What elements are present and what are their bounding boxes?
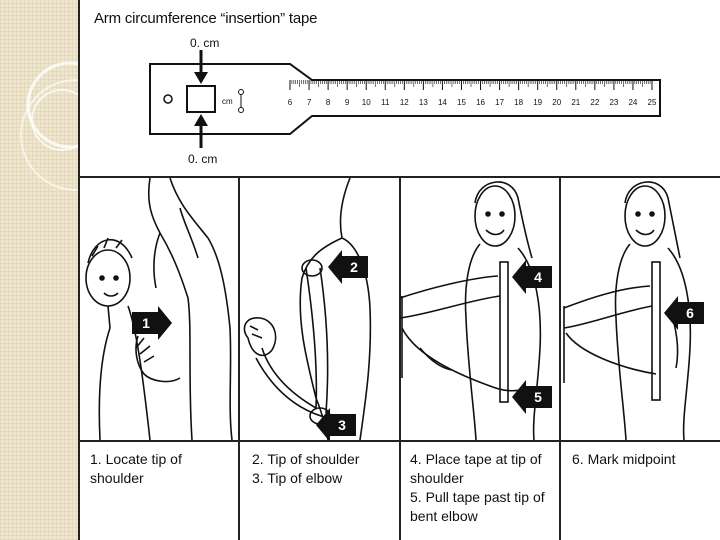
illustrations: 1 2 3 4 5 6 [85, 178, 704, 440]
step-arrow-icon [328, 250, 368, 284]
tape-scale-number: 24 [628, 98, 637, 107]
decorative-circles [20, 61, 78, 191]
step-arrow-icon [512, 380, 552, 414]
caption-line: bent elbow [410, 508, 478, 524]
tape-outline [149, 63, 661, 135]
panel-2-illustration [243, 178, 372, 440]
caption-panel-1: 1. Locate tip of shoulder [90, 450, 182, 488]
tape-scale-number: 11 [381, 98, 390, 107]
panel-1-illustration [85, 178, 233, 440]
tape-scale-number: 10 [362, 98, 371, 107]
tape-scale-number: 9 [345, 98, 350, 107]
divider-col-1 [238, 178, 240, 540]
zero-label-top: 0. cm [190, 36, 220, 50]
step-arrow-icon [316, 408, 356, 440]
step-marker-number: 1 [142, 315, 150, 331]
caption-line: 3. Tip of elbow [252, 470, 343, 486]
tape-cm-label: cm [222, 97, 233, 106]
tape-hole-icon [163, 94, 173, 104]
step-arrow-icon [132, 306, 172, 340]
caption-line: shoulder [410, 470, 464, 486]
tape-scale-number: 6 [288, 98, 293, 107]
main-panel: Arm circumference “insertion” tape 0. cm… [78, 0, 720, 540]
caption-line: shoulder [90, 470, 144, 486]
tape-scale-number: 17 [495, 98, 504, 107]
tape-scale-number: 22 [590, 98, 599, 107]
tape-scale-number: 18 [514, 98, 523, 107]
tape-window [186, 85, 216, 113]
panel-4-illustration [563, 181, 692, 440]
step-marker-number: 2 [350, 259, 358, 275]
caption-panel-4: 6. Mark midpoint [572, 450, 675, 469]
tape-scale: 6 7 8 9 10 11 12 13 14 15 16 17 18 19 20 21 22 23 24 25 [288, 80, 657, 107]
tape-title: Arm circumference “insertion” tape [94, 10, 318, 27]
tape-scale-number: 7 [307, 98, 312, 107]
step-marker-number: 3 [338, 417, 346, 433]
step-markers: 1 2 3 4 5 6 [132, 250, 704, 440]
decorative-side-strip [0, 0, 78, 540]
caption-line: 1. Locate tip of [90, 451, 182, 467]
divider-col-3 [559, 178, 561, 540]
tape-scale-number: 12 [400, 98, 409, 107]
caption-line: 6. Mark midpoint [572, 451, 676, 467]
tape-scale-number: 15 [457, 98, 466, 107]
step-marker-number: 5 [534, 389, 542, 405]
tape-scale-number: 19 [533, 98, 542, 107]
tape-scale-number: 20 [552, 98, 561, 107]
step-arrow-icon [512, 260, 552, 294]
tape-scale-number: 23 [609, 98, 618, 107]
panel-3-illustration [399, 181, 542, 440]
caption-panel-3: 4. Place tape at tip of shoulder 5. Pull… [410, 450, 545, 526]
tape-slot-icon [238, 89, 244, 113]
divider-top [80, 176, 720, 178]
step-marker-number: 4 [534, 269, 542, 285]
step-arrow-icon [664, 296, 704, 330]
zero-label-bottom: 0. cm [188, 152, 218, 166]
divider-col-2 [399, 178, 401, 540]
insertion-tape-diagram: cm 6 7 8 9 10 11 12 13 14 15 16 17 18 19 20 21 22 23 24 25 [149, 50, 661, 148]
arrow-down-icon [194, 50, 208, 84]
caption-line: 2. Tip of shoulder [252, 451, 360, 467]
caption-panel-2: 2. Tip of shoulder 3. Tip of elbow [252, 450, 359, 488]
tape-scale-number: 25 [648, 98, 657, 107]
tape-scale-number: 8 [326, 98, 331, 107]
caption-line: 4. Place tape at tip of [410, 451, 542, 467]
tape-scale-number: 21 [571, 98, 580, 107]
caption-line: 5. Pull tape past tip of [410, 489, 545, 505]
arrow-up-icon [194, 114, 208, 148]
tape-scale-number: 16 [476, 98, 485, 107]
tape-scale-number: 14 [438, 98, 447, 107]
tape-scale-number: 13 [419, 98, 428, 107]
step-marker-number: 6 [686, 305, 694, 321]
